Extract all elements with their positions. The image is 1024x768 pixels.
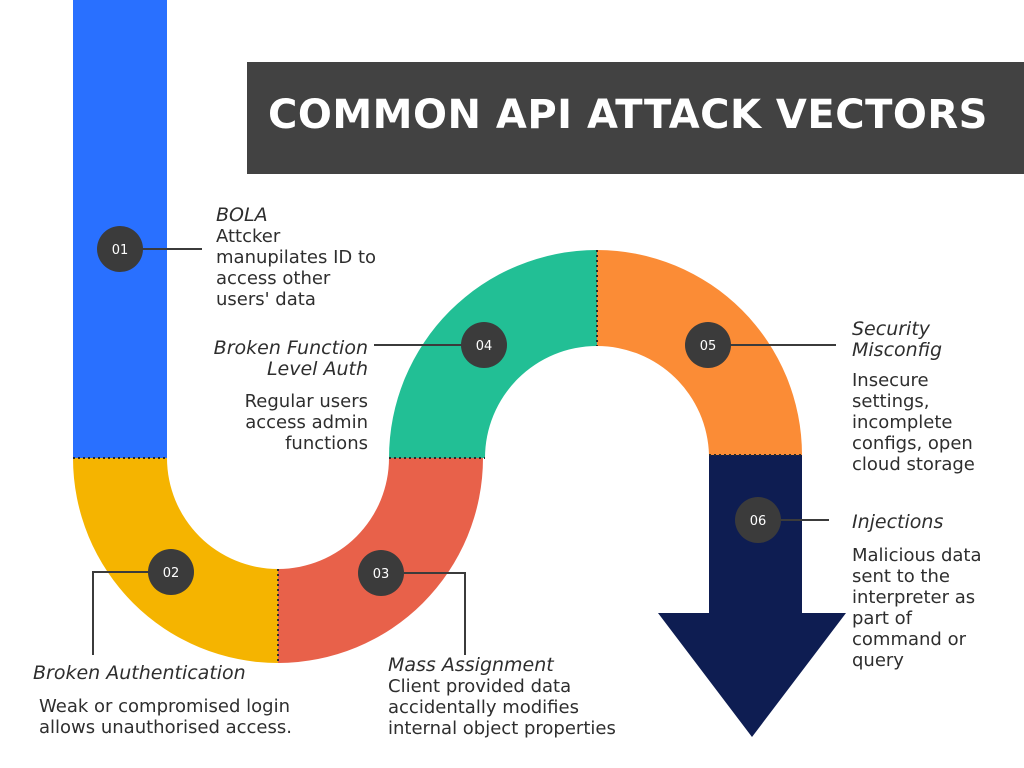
stage-01-title: BOLA	[216, 204, 268, 226]
stage-05-desc-line-5: cloud storage	[852, 454, 975, 475]
stage-05-desc-line-3: incomplete	[852, 412, 953, 433]
stage-01-text: BOLA Attcker manupilates ID to access ot…	[216, 204, 436, 311]
stage-03-desc-line-3: internal object properties	[388, 718, 616, 739]
stage-06-desc-line-3: interpreter as	[852, 587, 976, 608]
stage-06-arrow	[658, 455, 846, 737]
connector-03	[404, 572, 466, 655]
stage-01-desc-line-3: access other	[216, 268, 331, 289]
page-title: COMMON API ATTACK VECTORS	[268, 92, 988, 138]
stage-01-desc-line-4: users' data	[216, 289, 316, 310]
stage-01-desc-line-2: manupilates ID to	[216, 247, 377, 268]
stage-06-text: Injections Malicious data sent to the in…	[852, 511, 1022, 672]
stage-02-text: Broken Authentication Weak or compromise…	[33, 662, 353, 739]
stage-04-title-line-2: Level Auth	[266, 358, 368, 380]
badge-01	[97, 226, 143, 272]
stage-03-desc-line-1: Client provided data	[388, 676, 572, 697]
stage-04-text: Broken Function Level Auth Regular users…	[168, 337, 368, 455]
stage-06-title: Injections	[852, 511, 944, 533]
stage-06-desc-line-2: sent to the	[852, 566, 950, 587]
connector-02	[92, 571, 149, 655]
title-banner	[247, 62, 1024, 174]
badge-03-number: 03	[373, 567, 390, 582]
stage-04-desc-line-1: Regular users	[244, 391, 368, 412]
badge-02-number: 02	[163, 566, 180, 581]
stage-02-desc-line-2: allows unauthorised access.	[39, 717, 292, 738]
stage-02-desc-line-1: Weak or compromised login	[39, 696, 290, 717]
stage-05-text: Security Misconfig Insecure settings, in…	[852, 318, 1022, 476]
stage-03-desc-line-2: accidentally modifies	[388, 697, 579, 718]
stage-04-title-line-1: Broken Function	[213, 337, 368, 359]
stage-02-title: Broken Authentication	[33, 662, 246, 684]
stage-03-text: Mass Assignment Client provided data acc…	[388, 654, 678, 740]
badge-06-number: 06	[750, 514, 767, 529]
badge-03	[358, 550, 404, 596]
stage-05-desc-line-2: settings,	[852, 391, 930, 412]
badge-05	[685, 322, 731, 368]
badge-02	[148, 549, 194, 595]
badge-01-number: 01	[112, 243, 129, 258]
stage-04-desc-line-2: access admin	[245, 412, 368, 433]
stage-03-title: Mass Assignment	[388, 654, 554, 676]
badge-05-number: 05	[700, 339, 717, 354]
stage-05-title-line-2: Misconfig	[852, 339, 943, 361]
stage-04-desc-line-3: functions	[285, 433, 368, 454]
stage-05-desc-line-1: Insecure	[852, 370, 929, 391]
badge-04-number: 04	[476, 339, 493, 354]
stage-06-desc-line-4: part of	[852, 608, 912, 629]
stage-05-title-line-1: Security	[852, 318, 931, 340]
badge-04	[461, 322, 507, 368]
badge-06	[735, 497, 781, 543]
stage-06-desc-line-6: query	[852, 650, 904, 671]
stage-06-desc-line-1: Malicious data	[852, 545, 982, 566]
stage-01-desc-line-1: Attcker	[216, 226, 281, 247]
stage-05-desc-line-4: configs, open	[852, 433, 973, 454]
stage-06-desc-line-5: command or	[852, 629, 966, 650]
